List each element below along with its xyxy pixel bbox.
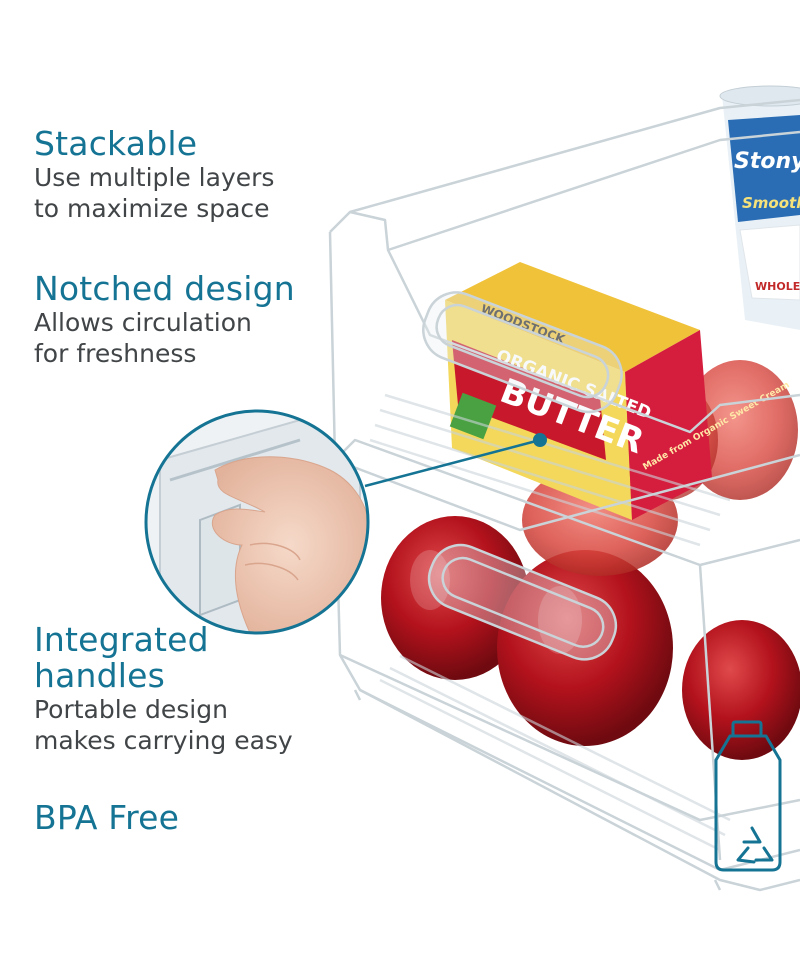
feature-handles: Integrated handles Portable design makes… xyxy=(34,622,294,756)
feature-desc-line: for freshness xyxy=(34,339,197,368)
feature-bpa-free: BPA Free xyxy=(34,800,179,836)
feature-title: Notched design xyxy=(34,269,295,308)
yogurt-cup: Stonyfield Smooth & Creamy WHOLE MILK xyxy=(719,85,800,330)
callout-dot xyxy=(533,433,547,447)
feature-desc-line: Portable design xyxy=(34,695,228,724)
yogurt-brand: Stonyfield xyxy=(734,149,800,174)
feature-stackable: Stackable Use multiple layers to maximiz… xyxy=(34,126,274,224)
clear-bins xyxy=(328,98,800,892)
zoom-callout xyxy=(144,409,547,635)
feature-title: BPA Free xyxy=(34,798,180,837)
feature-notched: Notched design Allows circulation for fr… xyxy=(34,271,295,369)
butter-box: WOODSTOCK ORGANIC SALTED BUTTER Made fro… xyxy=(445,262,791,520)
feature-desc-line: makes carrying easy xyxy=(34,726,293,755)
recycle-bottle-icon xyxy=(714,720,782,872)
feature-desc-line: Allows circulation xyxy=(34,308,252,337)
feature-desc-line: to maximize space xyxy=(34,194,270,223)
feature-title: Stackable xyxy=(34,124,198,163)
yogurt-sub: WHOLE MILK xyxy=(755,280,800,293)
yogurt-line: Smooth & Creamy xyxy=(742,194,800,212)
feature-title: Integrated handles xyxy=(34,620,209,695)
feature-desc-line: Use multiple layers xyxy=(34,163,275,192)
